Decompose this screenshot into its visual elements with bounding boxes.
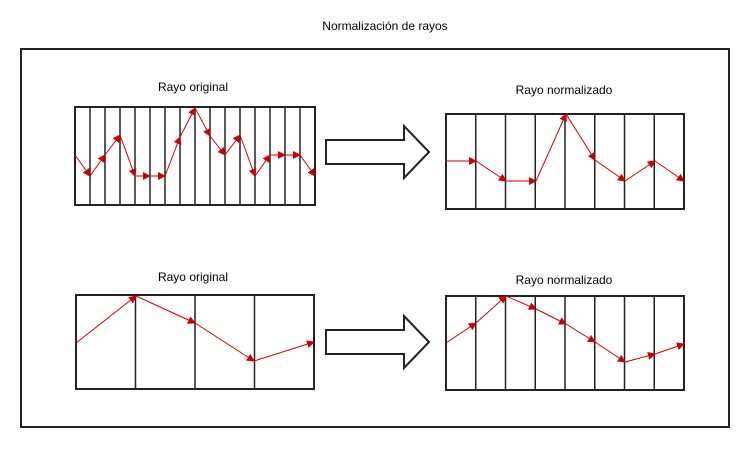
ray-segment	[194, 107, 211, 137]
ray-segment	[594, 341, 626, 363]
top-original-grid	[74, 106, 316, 206]
ray-segment	[565, 113, 596, 161]
ray-segment	[104, 134, 121, 156]
ray-segment	[594, 159, 626, 182]
bottom-normalized-grid	[445, 295, 685, 391]
bottom-original-grid	[75, 294, 315, 390]
bottom-original-ray	[75, 295, 315, 362]
ray-segment	[565, 323, 596, 343]
ray-segment	[194, 322, 255, 362]
ray-segment	[475, 295, 507, 324]
ray-segment	[119, 134, 137, 177]
bottom-right-label: Rayo normalizado	[515, 273, 613, 287]
ray-segment	[74, 154, 91, 177]
ray-segment	[89, 154, 106, 177]
ray-segment	[624, 351, 656, 363]
diagram-title: Normalización de rayos	[322, 19, 448, 33]
ray-segment	[224, 134, 241, 156]
diagram-frame	[20, 48, 730, 428]
top-normalized-grid	[445, 113, 685, 210]
ray-segment	[209, 135, 226, 156]
top-original-ray	[74, 107, 316, 180]
ray-segment	[624, 160, 656, 182]
ray-segment	[254, 154, 271, 177]
top-left-label: Rayo original	[157, 80, 229, 94]
ray-segment	[505, 295, 537, 310]
ray-segment	[75, 295, 137, 344]
ray-segment	[475, 160, 507, 182]
ray-segment	[164, 136, 182, 177]
top-normalized-ray	[446, 113, 685, 185]
ray-segment	[535, 113, 567, 182]
top-right-label: Rayo normalizado	[515, 83, 613, 97]
bottom-transform-arrow-icon	[325, 313, 431, 371]
ray-segment	[179, 107, 196, 138]
ray-segment	[535, 308, 567, 325]
ray-segment	[253, 340, 315, 362]
ray-segment	[445, 322, 477, 344]
ray-segment	[135, 295, 196, 324]
bottom-normalized-ray	[445, 295, 685, 363]
ray-segment	[239, 134, 257, 177]
ray-segment	[654, 342, 685, 355]
bottom-left-label: Rayo original	[157, 270, 229, 284]
ray-segment	[654, 160, 685, 182]
top-transform-arrow-icon	[325, 123, 431, 181]
ray-segment	[299, 154, 316, 177]
